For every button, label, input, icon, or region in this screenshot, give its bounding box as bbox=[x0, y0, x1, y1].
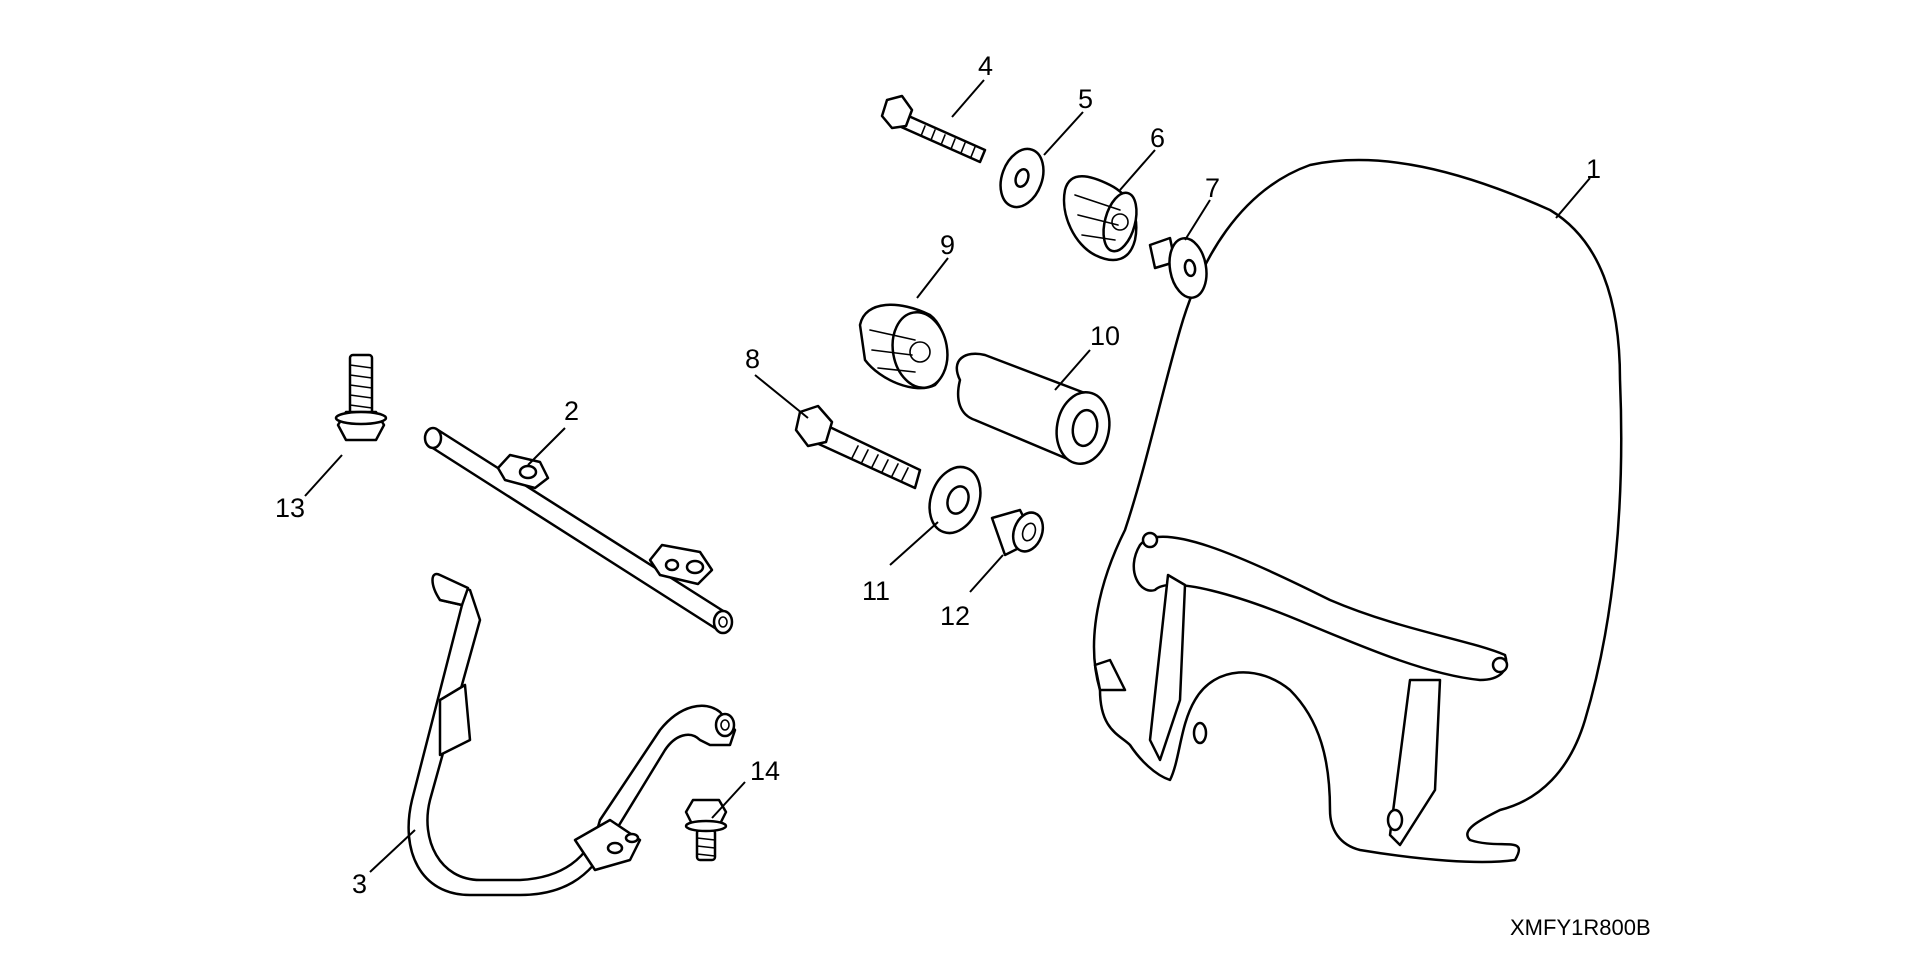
callout-10: 10 bbox=[1090, 321, 1120, 351]
callout-labels: 1 2 3 4 5 6 7 8 9 10 11 12 13 14 XMFY1R8… bbox=[275, 51, 1651, 940]
callout-5: 5 bbox=[1078, 84, 1093, 114]
callout-7: 7 bbox=[1205, 173, 1220, 203]
bolt-8-part[interactable] bbox=[794, 404, 922, 490]
bracket-tube-part[interactable] bbox=[407, 572, 737, 897]
spacer-10-part[interactable] bbox=[955, 352, 1115, 468]
callout-1: 1 bbox=[1586, 154, 1601, 184]
callout-14: 14 bbox=[750, 756, 780, 786]
diagram-code: XMFY1R800B bbox=[1510, 915, 1651, 940]
callout-8: 8 bbox=[745, 344, 760, 374]
rubber-cushion-9-part[interactable] bbox=[858, 303, 953, 392]
rubber-cushion-6-part[interactable] bbox=[1062, 175, 1142, 262]
stay-rod-part[interactable] bbox=[423, 426, 734, 635]
collar-7-part[interactable] bbox=[1148, 235, 1211, 300]
callout-11: 11 bbox=[862, 576, 890, 606]
callout-12: 12 bbox=[940, 601, 970, 631]
callout-9: 9 bbox=[940, 230, 955, 260]
bolt-4-part[interactable] bbox=[880, 94, 987, 164]
callout-13: 13 bbox=[275, 493, 305, 523]
leader-lines bbox=[304, 79, 1591, 873]
bolt-14-part[interactable] bbox=[684, 798, 728, 862]
collar-12-part[interactable] bbox=[990, 508, 1048, 557]
bolt-13-part[interactable] bbox=[334, 353, 388, 442]
callout-2: 2 bbox=[564, 396, 579, 426]
washer-5-part[interactable] bbox=[993, 143, 1051, 213]
callout-4: 4 bbox=[978, 51, 993, 81]
windscreen-part[interactable] bbox=[1092, 158, 1623, 864]
callout-3: 3 bbox=[352, 869, 367, 899]
callout-6: 6 bbox=[1150, 123, 1165, 153]
washer-11-part[interactable] bbox=[921, 460, 989, 540]
